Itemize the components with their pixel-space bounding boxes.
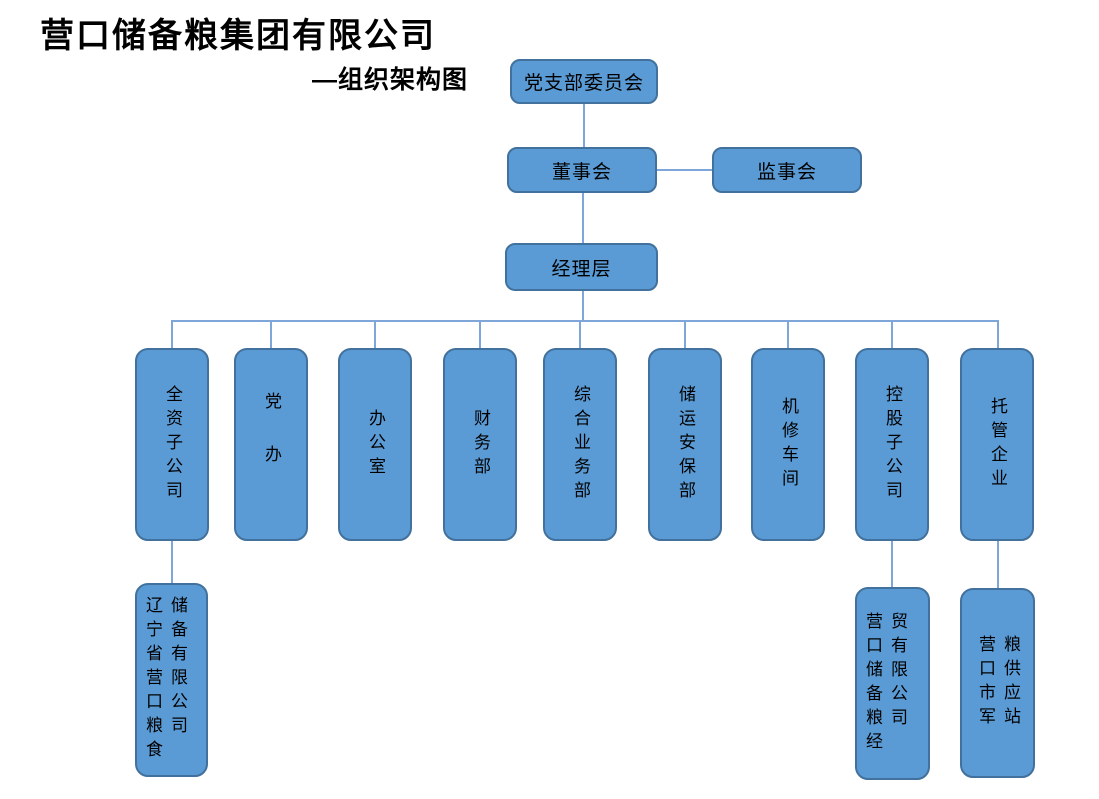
- node-label: 辽宁省营口粮食 储备有限公司: [143, 596, 187, 764]
- node-party-branch-committee[interactable]: 党支部委员会: [510, 59, 658, 104]
- node-subsidiary-yingkou-grain-trade[interactable]: 营口储备粮经 贸有限公司: [855, 587, 930, 780]
- node-dept-holding-subsidiary[interactable]: 控股子公司: [855, 348, 929, 541]
- node-label: 营口储备粮经 贸有限公司: [863, 611, 907, 756]
- node-label: 党办: [262, 391, 281, 498]
- node-label: 党支部委员会: [523, 73, 644, 94]
- node-dept-wholly-owned-subsidiary[interactable]: 全资子公司: [135, 348, 209, 541]
- connector-line: [787, 320, 789, 349]
- connector-line: [657, 169, 712, 171]
- node-dept-party-office[interactable]: 党办: [234, 348, 308, 541]
- node-label: 全资子公司: [163, 384, 182, 505]
- connector-line: [579, 320, 581, 349]
- connector-line: [997, 320, 999, 349]
- node-label: 经理层: [551, 258, 612, 280]
- node-subsidiary-yingkou-military-grain-station[interactable]: 营口市军 粮供应站: [960, 588, 1035, 778]
- connector-line: [583, 104, 585, 147]
- node-label: 监事会: [756, 161, 817, 183]
- node-supervisory-board[interactable]: 监事会: [712, 147, 862, 193]
- node-label: 储运安保部: [676, 384, 695, 505]
- node-dept-comprehensive-business[interactable]: 综合业务部: [543, 348, 617, 541]
- node-dept-entrusted-enterprise[interactable]: 托管企业: [960, 348, 1034, 541]
- node-label: 机修车间: [779, 396, 798, 493]
- connector-line: [171, 320, 173, 349]
- connector-line: [684, 320, 686, 349]
- node-label: 财务部: [471, 408, 490, 481]
- node-dept-general-office[interactable]: 办公室: [338, 348, 412, 541]
- page-title: 营口储备粮集团有限公司: [40, 17, 436, 55]
- node-label: 董事会: [551, 161, 612, 183]
- connector-line: [997, 541, 999, 588]
- node-management-level[interactable]: 经理层: [505, 243, 658, 291]
- node-label: 办公室: [366, 408, 385, 481]
- page-subtitle: —组织架构图: [312, 66, 469, 94]
- node-label: 综合业务部: [571, 384, 590, 505]
- node-dept-storage-transport-security[interactable]: 储运安保部: [648, 348, 722, 541]
- connector-line: [270, 320, 272, 349]
- connector-line: [171, 541, 173, 583]
- node-label: 托管企业: [988, 396, 1007, 493]
- node-board-of-directors[interactable]: 董事会: [507, 147, 657, 193]
- node-dept-machine-repair-workshop[interactable]: 机修车间: [751, 348, 825, 541]
- connector-line: [891, 320, 893, 349]
- connector-line: [891, 541, 893, 587]
- node-dept-finance[interactable]: 财务部: [443, 348, 517, 541]
- connector-line: [582, 193, 584, 243]
- connector-line: [374, 320, 376, 349]
- connector-line: [582, 291, 584, 321]
- connector-line: [479, 320, 481, 349]
- connector-line: [171, 320, 999, 322]
- node-label: 控股子公司: [883, 384, 902, 505]
- node-label: 营口市军 粮供应站: [976, 635, 1020, 731]
- node-subsidiary-liaoning-yingkou-grain-reserve[interactable]: 辽宁省营口粮食 储备有限公司: [135, 583, 208, 777]
